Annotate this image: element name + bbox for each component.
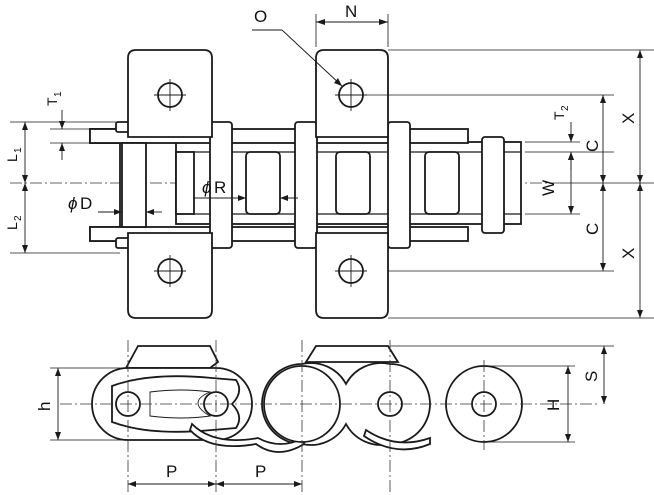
label-T2: T	[551, 111, 567, 120]
label-C-bottom: C	[583, 223, 602, 235]
label-C-top: C	[583, 140, 602, 152]
label-phiD-symbol: ϕ	[68, 194, 77, 213]
label-T2-sub: 2	[560, 105, 571, 111]
attachment-tab-lower-right	[315, 232, 389, 319]
dim-N: N	[315, 2, 389, 47]
side-view: h H S P P	[35, 340, 614, 492]
rollers-top	[175, 151, 460, 215]
label-h: h	[35, 402, 54, 411]
label-phiR-symbol: ϕ	[202, 178, 211, 197]
dim-L2: L 2	[4, 183, 120, 254]
dim-T1: T 1	[44, 91, 110, 160]
top-view: N O T 1 L 1	[4, 2, 654, 319]
attachment-tab-upper-right	[315, 49, 389, 138]
label-P-right: P	[255, 462, 266, 481]
dim-P: P P	[128, 462, 302, 487]
pins-top	[115, 121, 505, 249]
label-L2: L	[4, 222, 20, 230]
side-inner-link-bottom-right	[362, 428, 431, 451]
attachment-tab-lower-left	[127, 232, 213, 319]
dim-H: H	[484, 365, 575, 443]
label-L1-sub: 1	[13, 147, 24, 153]
dim-h: h	[35, 367, 128, 441]
label-N: N	[345, 2, 357, 21]
label-T1-sub: 1	[53, 91, 64, 97]
side-pin-centerlines	[127, 340, 485, 492]
label-P-left: P	[166, 462, 177, 481]
label-phiR: R	[214, 178, 226, 197]
dim-O: O	[252, 7, 343, 87]
dim-phiD: ϕ D	[68, 194, 162, 215]
label-T1: T	[44, 97, 60, 106]
dim-L1: L 1	[4, 121, 116, 183]
dim-X: X X	[560, 50, 654, 318]
label-X-bottom: X	[619, 248, 638, 259]
label-L1: L	[4, 154, 20, 162]
label-X-top: X	[619, 113, 638, 124]
attachment-tab-upper-left	[127, 49, 213, 138]
side-attachment-left	[124, 345, 220, 369]
label-S: S	[582, 371, 601, 382]
dim-C: C C	[583, 95, 606, 271]
dim-phiR: ϕ R	[194, 178, 298, 201]
label-O: O	[254, 7, 267, 26]
label-H: H	[544, 399, 563, 411]
side-attachment-right	[304, 345, 400, 363]
label-W: W	[539, 180, 558, 196]
dim-S: S	[390, 345, 614, 404]
label-L2-sub: 2	[13, 215, 24, 221]
label-phiD: D	[80, 194, 92, 213]
